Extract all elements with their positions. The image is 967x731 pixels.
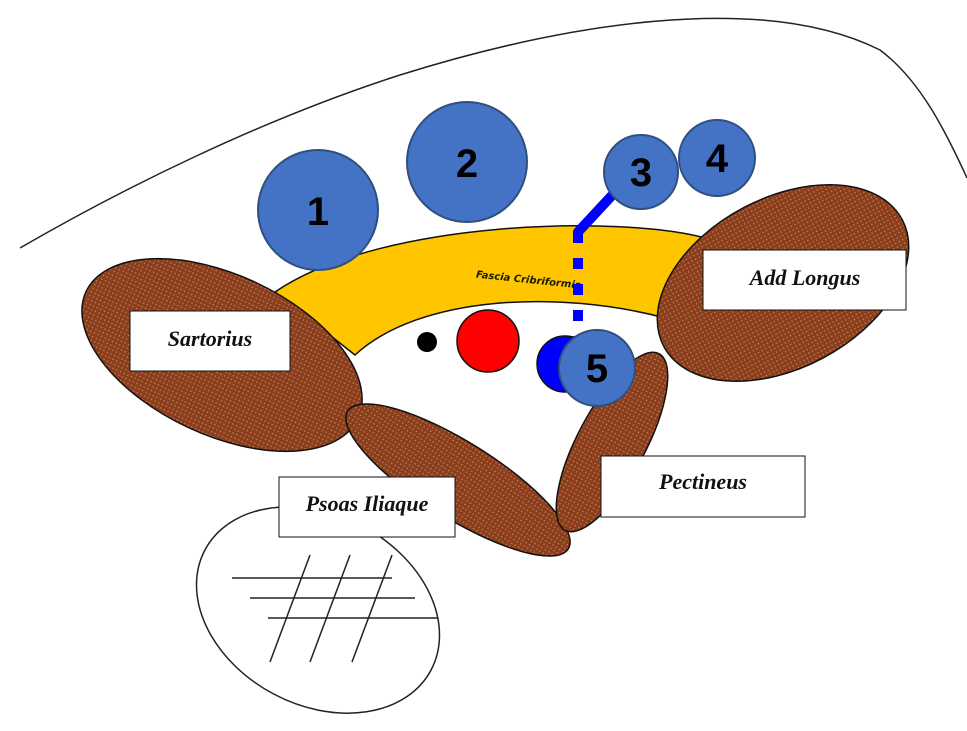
- add-longus-label: Add Longus: [748, 265, 861, 290]
- node-2: 2: [407, 102, 527, 222]
- node-1: 1: [258, 150, 378, 270]
- femoral-artery: [457, 310, 519, 372]
- node-5-label: 5: [586, 347, 608, 391]
- add-longus-label-box: Add Longus: [703, 250, 906, 310]
- pectineus-label-box: Pectineus: [601, 456, 805, 517]
- femoral-nerve: [417, 332, 437, 352]
- node-4-label: 4: [706, 137, 729, 181]
- psoas-label: Psoas Iliaque: [305, 491, 429, 516]
- sartorius-label-box: Sartorius: [130, 311, 290, 371]
- node-3-label: 3: [630, 151, 652, 195]
- node-3: 3: [604, 135, 678, 209]
- node-4: 4: [679, 120, 755, 196]
- sartorius-label: Sartorius: [168, 326, 252, 351]
- psoas-label-box: Psoas Iliaque: [279, 477, 455, 537]
- node-2-label: 2: [456, 142, 478, 186]
- node-5: 5: [559, 330, 635, 406]
- node-1-label: 1: [307, 190, 329, 234]
- pectineus-label: Pectineus: [658, 469, 747, 494]
